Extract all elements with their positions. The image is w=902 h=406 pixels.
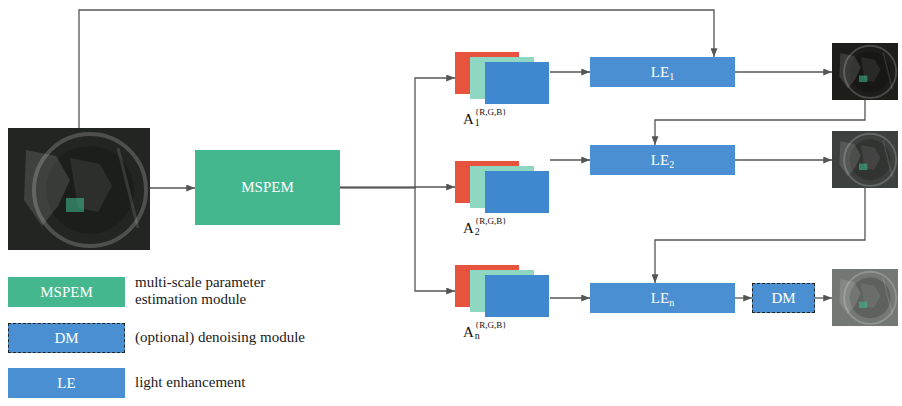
legend-key: LE — [57, 375, 75, 392]
image-arrows — [79, 10, 865, 298]
process-box: LEn — [590, 283, 735, 313]
map-label: A{R,G,B}2 — [463, 219, 507, 241]
legend-swatch: MSPEM — [8, 277, 125, 307]
output-image-content — [839, 272, 896, 324]
output-image-content — [839, 46, 896, 98]
process-box: LE2 — [590, 145, 735, 175]
subscript: 1 — [669, 71, 674, 82]
index-group: {R,G,B}1 — [475, 107, 507, 129]
box-label: LE — [651, 64, 669, 81]
box-label: DM — [771, 290, 795, 307]
parameter-maps: A{R,G,B}1 — [455, 52, 550, 104]
box-label: MSPEM — [241, 179, 294, 196]
subscript: 2 — [669, 159, 674, 170]
connector-arrow — [550, 159, 590, 160]
input-image — [8, 128, 150, 250]
legend-key: DM — [54, 330, 78, 347]
subscript: n — [475, 330, 507, 342]
stack-graphic — [455, 265, 550, 317]
superscript: {R,G,B} — [475, 320, 507, 330]
channel-map — [485, 62, 549, 104]
map-symbol: A — [463, 110, 474, 128]
channel-map — [485, 275, 549, 317]
map-symbol: A — [463, 323, 474, 341]
connector-arrow — [735, 297, 752, 298]
stack-graphic — [455, 161, 550, 213]
parameter-maps: A{R,G,B}n — [455, 265, 550, 317]
output-arrow — [735, 71, 832, 72]
stack-graphic — [455, 52, 550, 104]
map-symbol: A — [463, 219, 474, 237]
superscript: {R,G,B} — [475, 216, 507, 226]
channel-map — [485, 171, 549, 213]
module-box: MSPEM — [195, 150, 340, 225]
feedback-arrow — [655, 188, 865, 283]
subscript: 2 — [475, 226, 507, 238]
legend-swatch: DM — [8, 323, 125, 353]
optional-box: DM — [752, 283, 815, 313]
output-image — [832, 131, 898, 188]
subscript: n — [669, 297, 674, 308]
connector-arrow — [340, 188, 455, 292]
legend-text: (optional) denoising module — [135, 329, 395, 346]
connector-arrow — [550, 71, 590, 72]
index-group: {R,G,B}n — [475, 320, 507, 342]
legend-text: multi-scale parameter estimation module — [135, 274, 310, 308]
input-arrow — [150, 187, 195, 188]
feedback-arrow — [655, 100, 865, 145]
output-arrow — [735, 159, 832, 160]
index-group: {R,G,B}2 — [475, 216, 507, 238]
box-label: LE — [651, 152, 669, 169]
connector-arrow — [550, 297, 590, 298]
map-label: A{R,G,B}n — [463, 323, 507, 345]
map-label: A{R,G,B}1 — [463, 110, 507, 132]
parameter-maps: A{R,G,B}2 — [455, 161, 550, 213]
legend-swatch: LE — [8, 368, 125, 398]
process-box: LE1 — [590, 57, 735, 87]
legend-text: light enhancement — [135, 374, 395, 391]
legend-key: MSPEM — [40, 284, 93, 301]
output-image-content — [839, 134, 896, 186]
output-image — [832, 269, 898, 326]
subscript: 1 — [475, 117, 507, 129]
input-image-content — [24, 134, 146, 246]
output-arrow — [815, 297, 832, 298]
output-image — [832, 43, 898, 100]
box-label: LE — [651, 290, 669, 307]
superscript: {R,G,B} — [475, 107, 507, 117]
connector-arrow — [340, 78, 455, 188]
